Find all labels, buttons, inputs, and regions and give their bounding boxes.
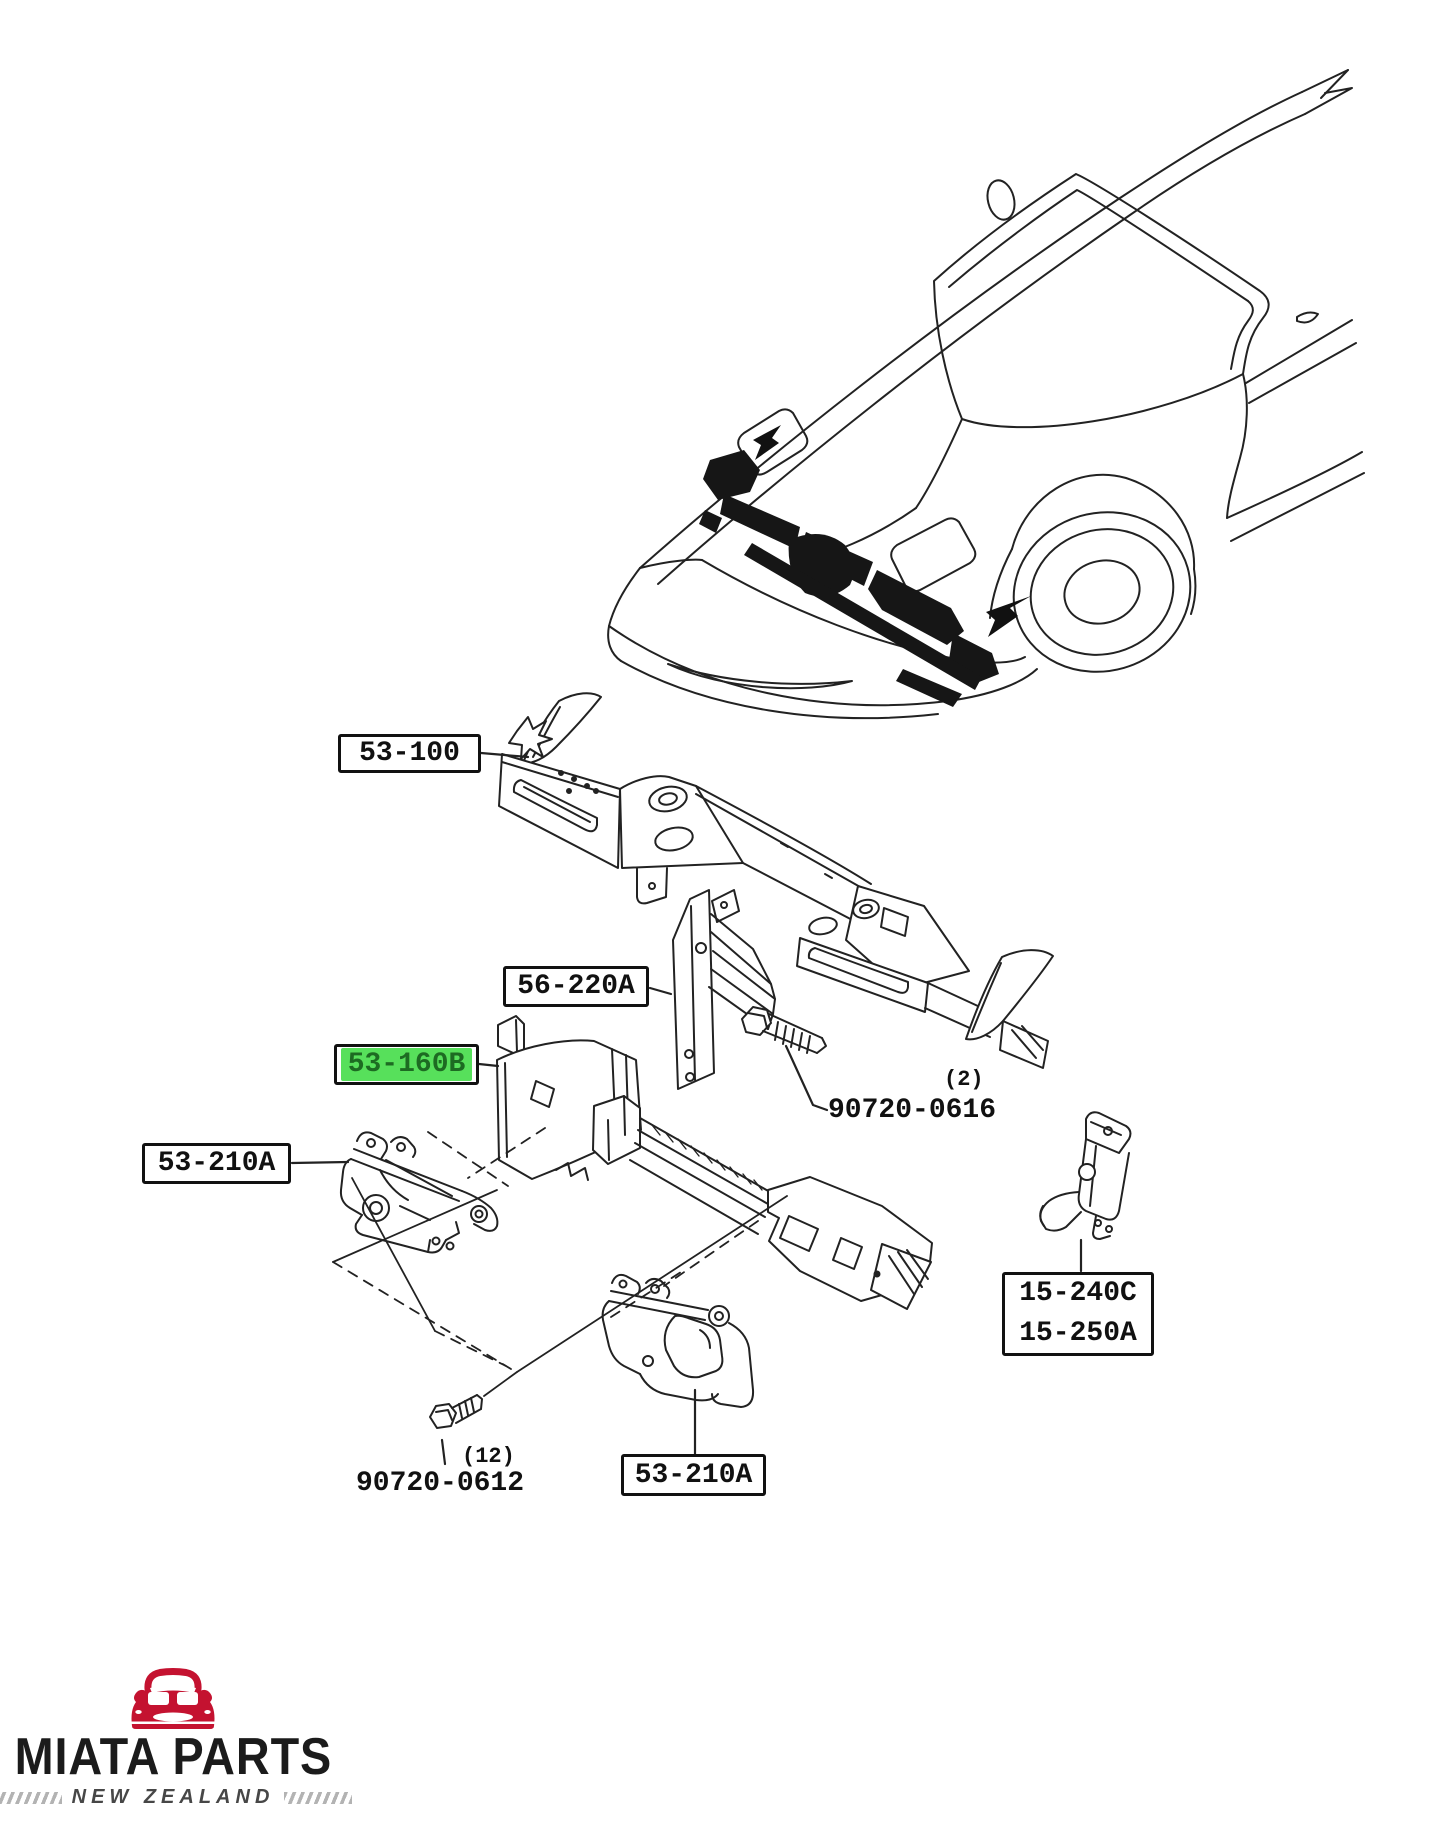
car-illustration: [607, 69, 1365, 720]
label-53-100[interactable]: 53-100: [338, 734, 481, 773]
part-53-210A-bottom-drawing: [601, 1273, 755, 1408]
label-53-210A-left-text: 53-210A: [157, 1148, 276, 1179]
miata-car-icon: [131, 1668, 215, 1729]
highlight-arrow-icon: [753, 425, 1031, 637]
bolt-90720-0616-qty: (2): [944, 1067, 984, 1092]
bolt-90720-0612-qty: (12): [462, 1444, 515, 1469]
label-15-250A-text: 15-250A: [1019, 1318, 1137, 1349]
bolt-90720-0612-number[interactable]: 90720-0612: [356, 1468, 525, 1499]
part-53-100-drawing: [498, 692, 1054, 1069]
label-53-210A-bottom[interactable]: 53-210A: [621, 1454, 766, 1496]
bolt-90720-0616-number[interactable]: 90720-0616: [828, 1095, 997, 1126]
label-53-100-text: 53-100: [359, 738, 460, 769]
part-53-210A-left-drawing: [339, 1131, 499, 1254]
logo-region-text: NEW ZEALAND: [71, 1786, 275, 1808]
part-15-240C-drawing: [1039, 1111, 1132, 1240]
label-53-210A-bottom-text: 53-210A: [634, 1459, 753, 1491]
assembly-guide-lines: [332, 1127, 788, 1397]
label-56-220A-text: 56-220A: [517, 971, 635, 1002]
label-53-210A-left[interactable]: 53-210A: [142, 1143, 291, 1184]
crossmember-drawing: [592, 1095, 933, 1310]
leader-lines: [290, 751, 1083, 1466]
bolt-90720-0616-drawing: [741, 1006, 827, 1054]
label-53-160B-text: 53-160B: [340, 1048, 473, 1081]
label-56-220A[interactable]: 56-220A: [503, 966, 649, 1007]
part-56-220A-drawing: [672, 889, 776, 1090]
logo-slashes-right: [284, 1791, 353, 1804]
brand-logo: MIATA PARTS NEW ZEALAND: [0, 1668, 353, 1809]
label-15-240C-text: 15-240C: [1019, 1278, 1137, 1309]
label-53-160B-highlighted[interactable]: 53-160B: [334, 1044, 479, 1085]
label-15-240C-250A[interactable]: 15-240C 15-250A: [1002, 1272, 1154, 1356]
logo-brand-text: MIATA PARTS: [14, 1728, 332, 1786]
bolt-90720-0612-drawing: [429, 1394, 483, 1429]
logo-slashes-left: [0, 1791, 62, 1804]
